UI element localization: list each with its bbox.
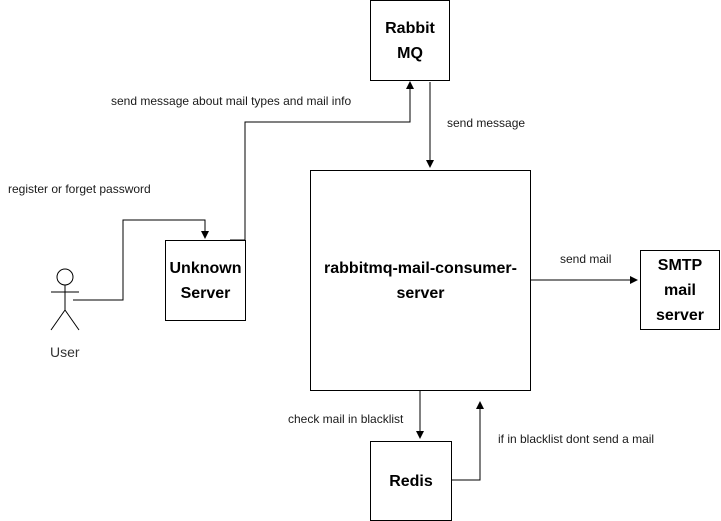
rabbitmq-node[interactable]: Rabbit MQ: [370, 0, 450, 81]
edge-label-blacklist-dont-send: if in blacklist dont send a mail: [498, 432, 655, 446]
edge-label-send-message-mail-info: send message about mail types and mail i…: [111, 94, 352, 108]
smtp-server-node[interactable]: SMTP mail server: [640, 250, 720, 330]
edge-label-check-blacklist: check mail in blacklist: [288, 412, 404, 426]
stick-figure-user-icon: [50, 268, 80, 331]
edge-label-send-mail: send mail: [560, 252, 612, 266]
user-actor-label: User: [50, 344, 80, 360]
edge-redis-to-consumer: [452, 401, 484, 481]
edge-label-send-message: send message: [447, 116, 526, 130]
redis-node[interactable]: Redis: [370, 441, 452, 521]
unknown-server-node[interactable]: Unknown Server: [165, 240, 246, 321]
edge-label-register: register or forget password: [8, 182, 151, 196]
consumer-server-node[interactable]: rabbitmq-mail-consumer- server: [310, 170, 531, 391]
edge-user-to-unknown-server: [73, 219, 209, 301]
